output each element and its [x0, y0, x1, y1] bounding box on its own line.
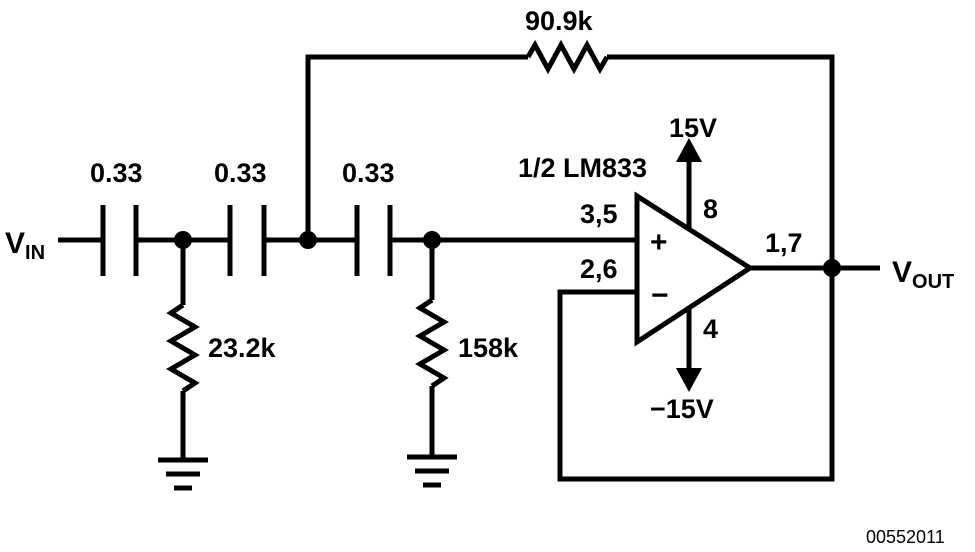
ground-symbol-1 [158, 457, 208, 491]
feedback-resistor-path [305, 39, 835, 268]
junction-dot-output [823, 259, 841, 277]
feedback-resistor-value: 90.9k [525, 6, 594, 36]
opamp-part-label: 1/2 LM833 [518, 153, 647, 183]
capacitor-2-value: 0.33 [214, 158, 267, 188]
opamp-vminus-pin: 4 [703, 314, 718, 344]
unity-feedback-loop [557, 268, 835, 482]
opamp-negative-supply [676, 306, 702, 392]
opamp-positive-supply [676, 138, 702, 230]
opamp-output-pins: 1,7 [765, 228, 803, 258]
opamp-plus-sign: + [650, 226, 668, 259]
junction-dot-3 [423, 231, 441, 249]
input-label: VIN [5, 227, 45, 264]
opamp-vplus-pin: 8 [703, 194, 718, 224]
capacitor-3-value: 0.33 [342, 158, 395, 188]
shunt-resistor-1-value: 23.2k [208, 333, 277, 363]
shunt-resistor-2 [415, 240, 449, 455]
capacitor-2 [227, 205, 267, 276]
capacitor-3 [354, 205, 393, 276]
output-label-sub: OUT [912, 271, 954, 293]
output-label-main: V [892, 256, 912, 289]
figure-id: 00552011 [866, 527, 945, 547]
supply-negative-label: −15V [650, 394, 714, 424]
input-label-main: V [5, 227, 25, 260]
shunt-resistor-2-value: 158k [458, 333, 519, 363]
supply-positive-label: 15V [669, 113, 717, 143]
capacitor-1-value: 0.33 [90, 158, 143, 188]
output-label: VOUT [892, 256, 954, 293]
junction-dot-2 [299, 231, 317, 249]
ground-symbol-2 [407, 454, 457, 488]
capacitor-1 [100, 205, 139, 276]
opamp-minus-sign: − [651, 279, 669, 312]
input-label-sub: IN [25, 242, 45, 264]
opamp-triangle [634, 191, 755, 347]
opamp-noninverting-pins: 3,5 [580, 199, 618, 229]
junction-dot-1 [174, 231, 192, 249]
opamp-inverting-pins: 2,6 [580, 254, 618, 284]
shunt-resistor-1 [166, 240, 200, 458]
